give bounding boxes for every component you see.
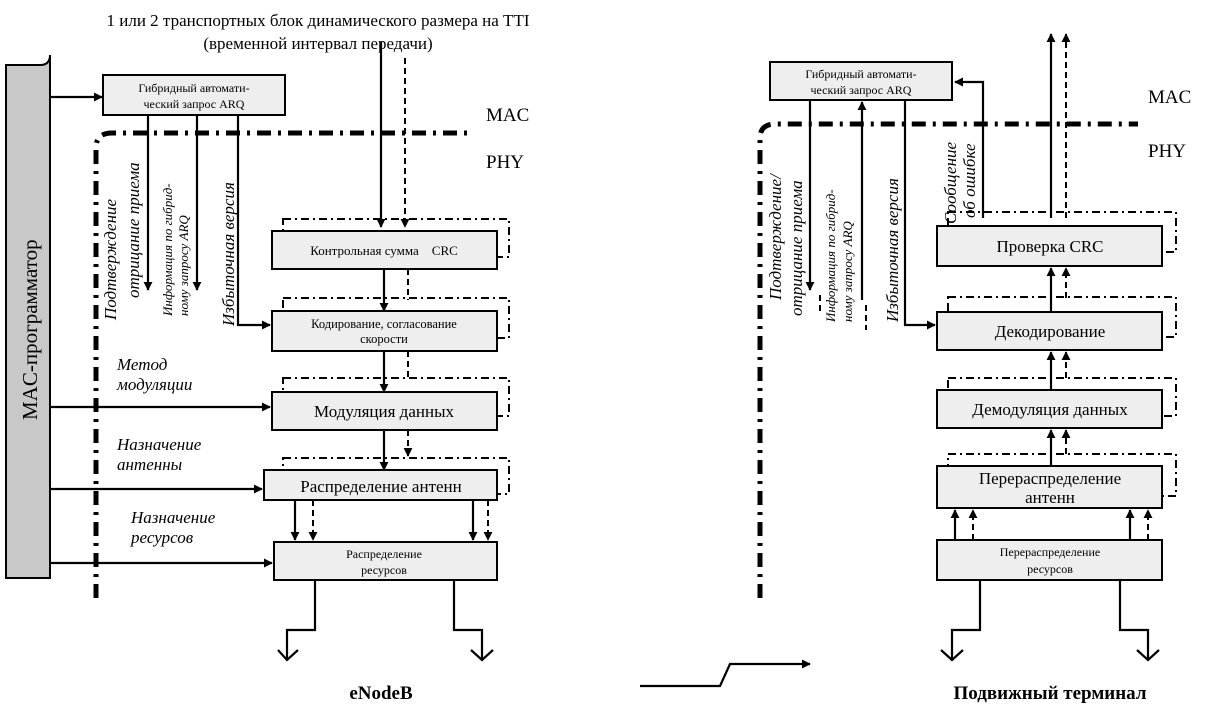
terminal-decoding-label: Декодирование	[995, 322, 1106, 341]
enodeb-harq-info-line1: Информация по гибрид-	[160, 183, 175, 317]
terminal-antenna-left-icon	[940, 580, 982, 662]
enodeb-coding-line2: скорости	[360, 332, 408, 346]
enodeb-resources-line2: ресурсов	[361, 563, 407, 577]
enodeb-modulation-label: Модуляция данных	[314, 402, 454, 421]
terminal-harq-line2: ческий запрос ARQ	[811, 83, 912, 97]
terminal-label: Подвижный терминал	[953, 683, 1146, 704]
phy-label-right: PHY	[1148, 141, 1186, 162]
terminal-harq-box: Гибридный автомати- ческий запрос ARQ	[769, 61, 953, 101]
terminal-antenna-box: Перераспределение антенн	[936, 465, 1163, 509]
enodeb-antenna-box: Распределение антенн	[263, 469, 498, 501]
terminal-antenna-right-icon	[1118, 580, 1160, 662]
resource-assignment-line1: Назначение	[130, 508, 216, 527]
enodeb-crc-label: Контрольная сумма CRC	[310, 243, 458, 258]
mac-label-left: MAC	[486, 105, 529, 126]
enodeb-resources-box: Распределение ресурсов	[273, 541, 498, 581]
enodeb-redundancy-label: Избыточная версия	[219, 182, 238, 327]
enodeb-coding-line1: Кодирование, согласование	[311, 317, 457, 331]
antenna-assignment-line1: Назначение	[116, 435, 202, 454]
terminal-ack-line2: отрицание приема	[787, 180, 806, 316]
enodeb-modulation-box: Модуляция данных	[271, 391, 498, 431]
enodeb-antenna-label: Распределение антенн	[300, 477, 462, 496]
header-line-1: 1 или 2 транспортных блок динамического …	[107, 11, 530, 30]
enodeb-label: eNodeB	[349, 683, 413, 704]
terminal-error-line2: об ошибке	[960, 143, 979, 218]
header-line-2: (временной интервал передачи)	[203, 34, 432, 53]
terminal-antenna-line2: антенн	[1025, 488, 1075, 507]
mac-scheduler-label: MAC-программатор	[18, 239, 42, 420]
enodeb-resources-line1: Распределение	[346, 547, 422, 561]
mac-phy-boundary-left	[93, 130, 470, 598]
enodeb-antenna-right-icon	[452, 580, 494, 662]
terminal-redundancy-label: Избыточная версия	[883, 178, 902, 323]
mac-label-right: MAC	[1148, 87, 1191, 108]
mac-phy-boundary-right	[757, 121, 1138, 598]
terminal-harq-info-line2: ному запросу ARQ	[840, 221, 855, 322]
terminal-crc-check-box: Проверка CRC	[936, 225, 1163, 267]
modulation-method-line2: модуляции	[116, 375, 192, 394]
modulation-method-line1: Метод	[116, 355, 168, 374]
enodeb-crc-box: Контрольная сумма CRC	[271, 230, 498, 270]
mac-scheduler: MAC-программатор	[5, 54, 51, 579]
terminal-error-line1: Сообщение	[941, 141, 960, 224]
terminal-resources-line1: Перераспределение	[1000, 545, 1100, 559]
enodeb-coding-box: Кодирование, согласование скорости	[271, 310, 498, 352]
enodeb-ack-line2: отрицание приема	[124, 162, 143, 298]
enodeb-harq-line2: ческий запрос ARQ	[144, 97, 245, 111]
phy-label-left: PHY	[486, 152, 524, 173]
terminal-decoding-box: Декодирование	[936, 311, 1163, 351]
resource-assignment-line2: ресурсов	[130, 528, 194, 547]
enodeb-ack-line1: Подтверждение	[101, 198, 120, 321]
terminal-harq-line1: Гибридный автомати-	[805, 67, 916, 81]
enodeb-antenna-left-icon	[277, 580, 317, 662]
terminal-ack-line1: Подтверждение/	[766, 172, 785, 301]
terminal-crc-check-label: Проверка CRC	[996, 237, 1103, 256]
terminal-harq-info-line1: Информация по гибрид-	[823, 189, 838, 323]
enodeb-harq-info-line2: ному запросу ARQ	[176, 215, 191, 316]
antenna-assignment-line2: антенны	[117, 455, 182, 474]
terminal-resources-line2: ресурсов	[1027, 562, 1073, 576]
terminal-demodulation-box: Демодуляция данных	[936, 389, 1163, 429]
terminal-resources-box: Перераспределение ресурсов	[936, 539, 1163, 581]
enodeb-harq-box: Гибридный автомати- ческий запрос ARQ	[102, 74, 286, 116]
terminal-demodulation-label: Демодуляция данных	[972, 400, 1128, 419]
radio-link-arrow-icon	[640, 659, 811, 688]
enodeb-harq-line1: Гибридный автомати-	[138, 81, 249, 95]
terminal-antenna-line1: Перераспределение	[979, 469, 1121, 488]
